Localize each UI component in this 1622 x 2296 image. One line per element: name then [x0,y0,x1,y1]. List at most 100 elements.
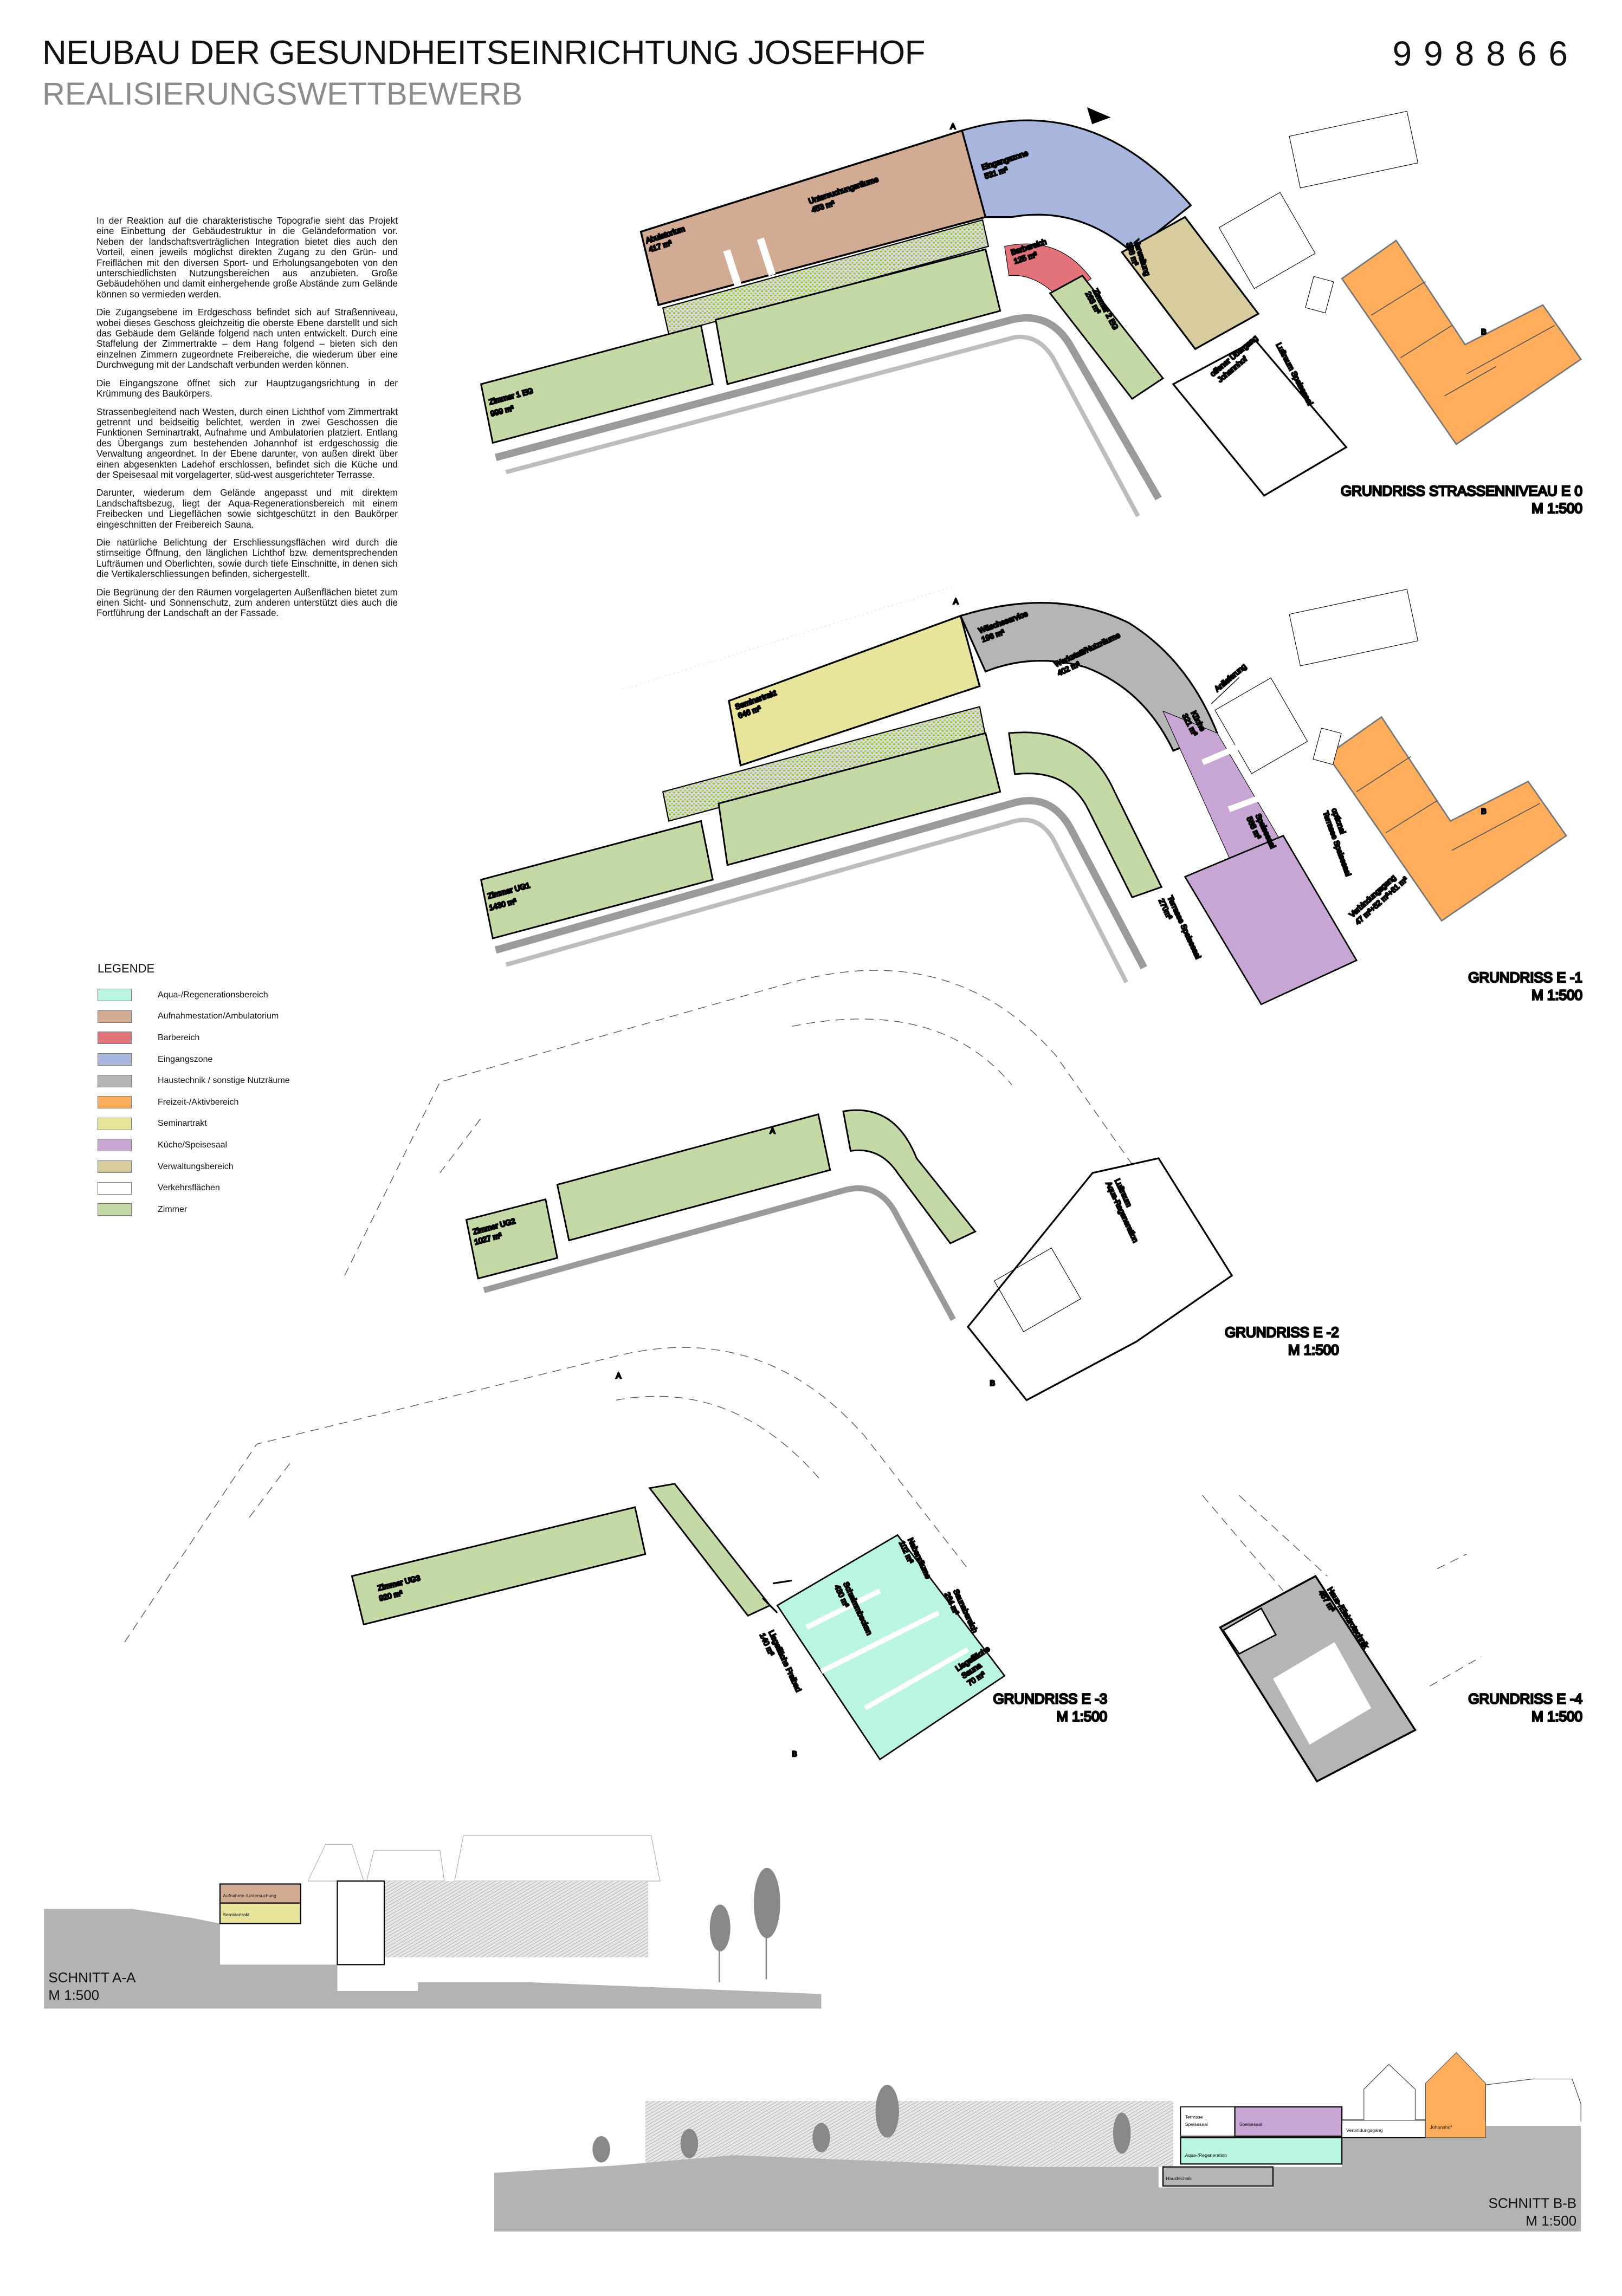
section-label: Speisesaal [1185,2122,1208,2127]
eingang-area [961,119,1192,254]
competition-number: 998866 [1392,34,1580,73]
legend-swatch [98,1139,132,1152]
page-subtitle: REALISIERUNGSWETTBEWERB [42,76,523,112]
plan-e-3: Zimmer UG3 920 m² Nebenräume 102 m² Schw… [124,1347,1108,1761]
legend-swatch [98,1203,132,1216]
verwaltung-area [1120,216,1260,351]
legend-title: LEGENDE [98,962,155,975]
anlieferung-arrow-icon [1211,677,1240,704]
plan-scale: M 1:500 [1531,1708,1582,1724]
zimmer-area [718,732,1001,866]
legend-swatch [98,989,132,1002]
description-paragraph: Darunter, wiederum dem Gelände angepasst… [96,487,398,530]
section-marker: B [792,1749,797,1758]
description-paragraph: Die Zugangsebene im Erdgeschoss befindet… [96,307,398,371]
seminar-section [219,1902,301,1924]
section-title: SCHNITT A-A [48,1969,136,1986]
legend-label: Freizeit-/Aktivbereich [158,1097,239,1107]
section-bb: Terrasse Speisesaal Speisesaal Verbindun… [494,2052,1581,2232]
legend-swatch [98,1010,132,1023]
section-marker: A [616,1371,622,1380]
site-building [1289,111,1419,189]
plan-title: GRUNDRISS E -2 [1225,1324,1339,1340]
section-scale: M 1:500 [1526,2213,1576,2229]
stair-icon [1313,728,1342,765]
facade [384,1881,649,1957]
tree-icon [592,2085,1131,2163]
stair-icon [1305,276,1334,314]
plan-title: GRUNDRISS STRASSENNIVEAU E 0 [1341,483,1582,499]
section-label: Verbindungsgang [1346,2128,1382,2133]
legend-item: Verwaltungsbereich [98,1156,369,1178]
zimmer-area [480,820,714,939]
ground [44,1909,822,2009]
section-label: Haustechnik [1166,2176,1192,2181]
description-paragraph: In der Reaktion auf die charakteristisch… [96,215,398,300]
ground [494,2126,1581,2232]
aqua-section [1180,2137,1343,2165]
legend-item: Barbereich [98,1027,369,1049]
legend-item: Zimmer [98,1199,369,1221]
room-label: Liegefläche Freibad [767,1629,803,1694]
zimmer-area [1049,274,1165,400]
section-marker: B [990,1378,995,1387]
legend-label: Eingangszone [158,1054,213,1064]
plan-scale: M 1:500 [1531,987,1582,1003]
aqua-area [776,1534,1006,1761]
legend-label: Zimmer [158,1204,188,1214]
section-label: Seminartrakt [223,1912,250,1917]
luftraum-area [1172,339,1348,497]
zimmer-area [714,248,1001,385]
section-marker: B [1481,327,1486,336]
project-description: In der Reaktion auf die charakteristisch… [96,215,398,626]
luftraum-area [966,1157,1233,1402]
legend-swatch [98,1074,132,1087]
legend-item: Haustechnik / sonstige Nutzräume [98,1070,369,1092]
section-aa: Aufnahme-/Untersuchung Seminartrakt SCHN… [44,1835,822,2009]
plan-scale: M 1:500 [1056,1708,1107,1724]
plan-scale: M 1:500 [1288,1342,1339,1358]
section-label: Aqua-/Regeneration [1185,2152,1227,2158]
section-marker: A [951,122,956,131]
legend-item: Küche/Speisesaal [98,1134,369,1156]
plan-e-4: Haus-/Elektrotechnik 457 m² GRUNDRISS E … [1202,1495,1583,1783]
section-label: Aufnahme-/Untersuchung [223,1893,276,1898]
legend-swatch [98,1117,132,1130]
zimmer-area [842,1109,977,1244]
legend-swatch [98,1182,132,1195]
speisesaal-section [1234,2106,1343,2137]
legend-item: Seminartrakt [98,1113,369,1135]
page-title: NEUBAU DER GESUNDHEITSEINRICHTUNG JOSEFH… [42,34,926,72]
site-building [1218,192,1316,289]
legend-label: Küche/Speisesaal [158,1140,228,1150]
haustechnik-section [1162,2166,1274,2187]
legend-label: Aqua-/Regenerationsbereich [158,990,268,1000]
johannhof-building [1326,716,1568,922]
courtyard [662,219,990,335]
zimmer-area [480,325,714,444]
legend-label: Haustechnik / sonstige Nutzräume [158,1076,290,1086]
description-paragraph: Strassenbegleitend nach Westen, durch ei… [96,406,398,480]
room-label: Terrasse Speisesaal [1166,894,1203,961]
legend-label: Aufnahmestation/Ambulatorium [158,1011,279,1021]
tree-icon [709,1867,780,1982]
section-label: Johannhof [1430,2124,1452,2130]
zimmer-area [648,1483,772,1617]
legend-swatch [98,1032,132,1045]
legend-item: Freizeit-/Aktivbereich [98,1092,369,1113]
site-building [1289,588,1419,666]
legend-label: Verkehrsflächen [158,1183,220,1193]
speisesaal-area [1184,834,1358,1006]
section-marker: A [953,597,959,606]
section-label: Speisesaal [1239,2122,1262,2127]
plan-scale: M 1:500 [1531,500,1582,516]
legend-label: Seminartrakt [158,1119,207,1128]
plan-e-1: Seminartrakt 646 m² Wäscheservice 196 m²… [480,586,1583,1006]
legend-swatch [98,1096,132,1109]
zimmer-area [556,1113,831,1242]
johannhof-section [1425,2052,1486,2138]
haustechnik-area [959,602,1219,752]
zimmer-area [465,1198,559,1280]
